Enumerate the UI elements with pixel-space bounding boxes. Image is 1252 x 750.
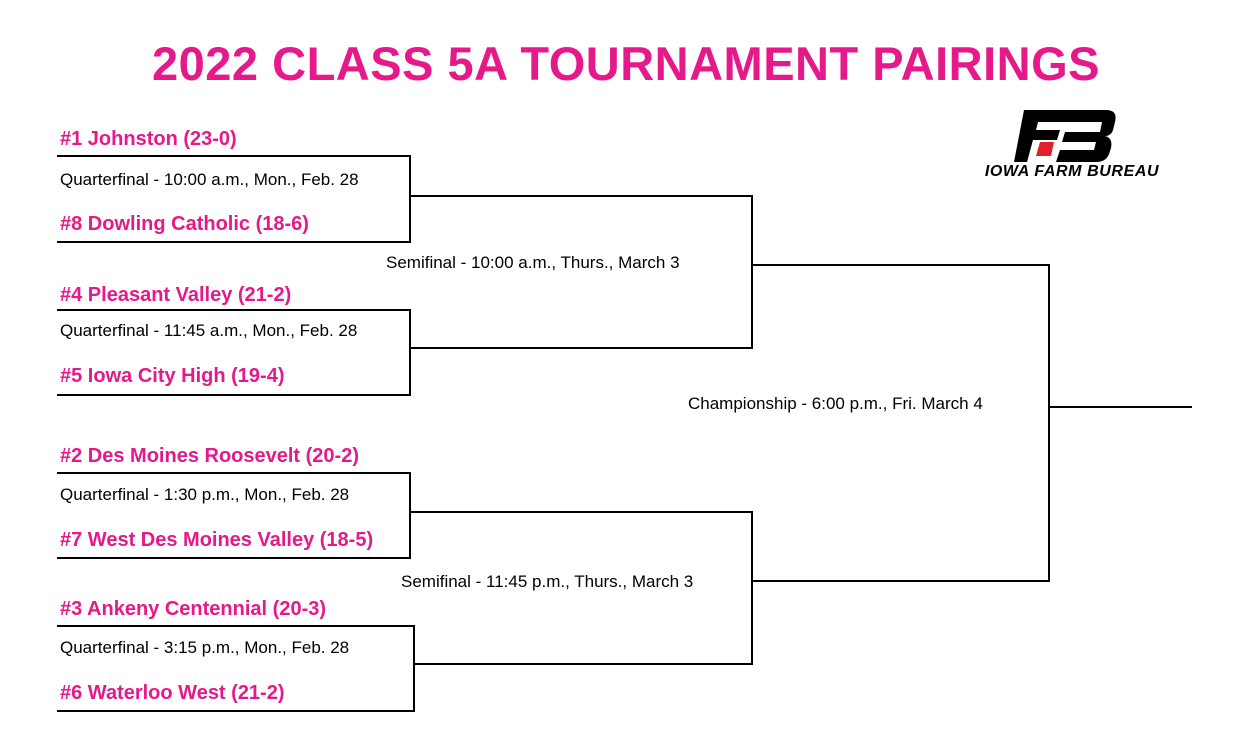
team-4: #4 Pleasant Valley (21-2) [60, 284, 292, 306]
bracket-line [57, 241, 411, 243]
bracket-line [1048, 264, 1050, 582]
bracket-line [409, 472, 411, 559]
bracket-line [751, 511, 753, 665]
championship-label: Championship - 6:00 p.m., Fri. March 4 [688, 394, 983, 413]
team-2: #2 Des Moines Roosevelt (20-2) [60, 445, 359, 467]
semifinal-label-2: Semifinal - 11:45 p.m., Thurs., March 3 [401, 572, 694, 591]
bracket-line [409, 155, 411, 243]
team-7: #7 West Des Moines Valley (18-5) [60, 529, 374, 551]
team-6: #6 Waterloo West (21-2) [60, 682, 285, 704]
team-8: #8 Dowling Catholic (18-6) [60, 213, 309, 235]
bracket-line [751, 195, 753, 349]
page-title: 2022 CLASS 5A TOURNAMENT PAIRINGS [152, 37, 1100, 90]
team-3: #3 Ankeny Centennial (20-3) [60, 598, 327, 620]
bracket-line [57, 625, 415, 627]
iowa-farm-bureau-logo: IOWA FARM BUREAU [966, 110, 1178, 182]
team-5: #5 Iowa City High (19-4) [60, 365, 285, 387]
bracket-line [57, 472, 411, 474]
bracket-line [409, 309, 411, 396]
bracket-line [409, 347, 753, 349]
bracket-line [409, 511, 753, 513]
quarterfinal-label-4: Quarterfinal - 3:15 p.m., Mon., Feb. 28 [60, 638, 350, 657]
team-1: #1 Johnston (23-0) [60, 128, 237, 150]
bracket-line [1048, 406, 1192, 408]
quarterfinal-label-3: Quarterfinal - 1:30 p.m., Mon., Feb. 28 [60, 485, 350, 504]
bracket-line [751, 580, 1050, 582]
bracket-line [57, 309, 411, 311]
bracket-line [57, 557, 411, 559]
bracket-line [57, 155, 411, 157]
fb-logo-icon [1014, 110, 1116, 162]
bracket-line [57, 394, 411, 396]
bracket-line [57, 710, 415, 712]
bracket-line [409, 195, 753, 197]
bracket-line [413, 663, 753, 665]
bracket-line [751, 264, 1050, 266]
quarterfinal-label-2: Quarterfinal - 11:45 a.m., Mon., Feb. 28 [60, 321, 358, 340]
bracket-line [413, 625, 415, 712]
quarterfinal-label-1: Quarterfinal - 10:00 a.m., Mon., Feb. 28 [60, 170, 359, 189]
semifinal-label-1: Semifinal - 10:00 a.m., Thurs., March 3 [386, 253, 680, 272]
logo-text: IOWA FARM BUREAU [984, 163, 1160, 180]
